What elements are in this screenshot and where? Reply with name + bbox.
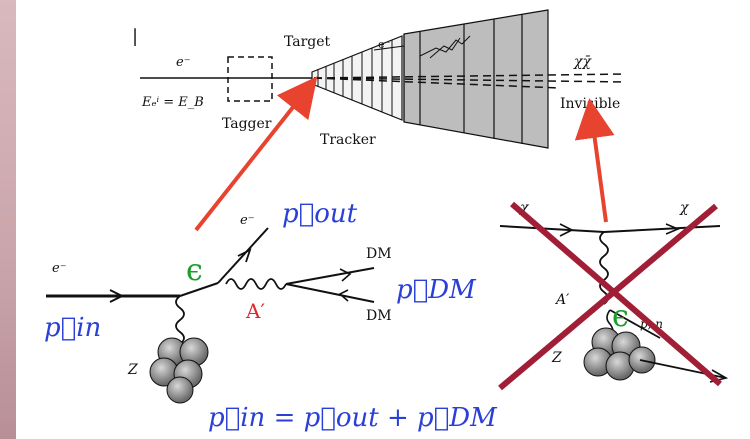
invisible-label: Invisible [560,96,620,112]
dark-photon-label: A′ [245,299,265,323]
incoming-electron-label: e⁻ [52,261,67,276]
dm-line-top [285,267,375,285]
nucleus-label-left: Z [127,362,138,378]
incoming-arrow [109,289,125,303]
arrow-to-invisible [574,98,615,223]
dm-bottom-label: DM [366,308,392,324]
chi-in-line [499,225,605,233]
arrow-to-target [194,76,318,232]
nucleus-right [583,327,656,381]
dm-line-bottom [285,283,375,303]
chi-out-label: χ [679,200,690,216]
tagger-box [227,56,273,102]
beam-electron-label: e⁻ [176,55,191,70]
outgoing-arrow [237,248,252,263]
epsilon-coupling-left: ϵ [186,253,203,288]
scattered-electron-track [373,45,405,51]
tracker-label: Tracker [320,132,376,148]
nucleus-label-right: Z [551,350,562,366]
vertex-connector [179,282,219,297]
detector-schematic: | e⁻ Eₑⁱ = E_B Tagger Target Tracker e⁻ … [132,9,627,149]
tick-mark: | [132,26,138,47]
p-out-label: p⃗out [282,199,358,229]
target-label: Target [284,34,331,50]
chi-in-label: χ [519,200,530,216]
left-decorative-strip [0,0,16,439]
dm-top-arrow [339,268,352,282]
chi-out-arrow [665,223,681,235]
chi-out-line [603,225,721,233]
shower-tracks [419,35,471,59]
dm-bottom-arrow [338,289,349,302]
dark-photon-line [225,278,287,290]
feynman-right-diagram: χ χ A′ ϵ p, n Z [498,200,729,391]
feynman-left-diagram: e⁻ p⃗in ϵ e⁻ p⃗out A′ DM DM p⃗DM Z [44,199,477,404]
p-in-label: p⃗in [44,313,101,343]
tagger-label: Tagger [222,116,272,132]
nucleus-photon-line [175,295,185,345]
inner-electron-label: e⁻ [378,38,391,51]
invisible-tracks [313,73,627,89]
p-dm-label: p⃗DM [396,275,477,305]
dm-top-label: DM [366,246,392,262]
momentum-equation: p⃗in = p⃗out + p⃗DM [208,403,498,433]
right-dark-photon-label: A′ [554,292,570,308]
chi-in-arrow [559,223,574,237]
pn-line [609,309,661,339]
calorimeter-sections [403,14,523,144]
outgoing-electron-line [217,227,269,284]
outgoing-electron-label: e⁻ [240,213,255,228]
nucleus-left [149,337,209,404]
chi-pair-label: χχ̄ [573,54,592,70]
epsilon-coupling-right: ϵ [612,299,629,334]
beam-energy-label: Eₑⁱ = E_B [141,95,204,110]
cross-line-2 [498,203,718,391]
right-photon-line [599,231,609,305]
